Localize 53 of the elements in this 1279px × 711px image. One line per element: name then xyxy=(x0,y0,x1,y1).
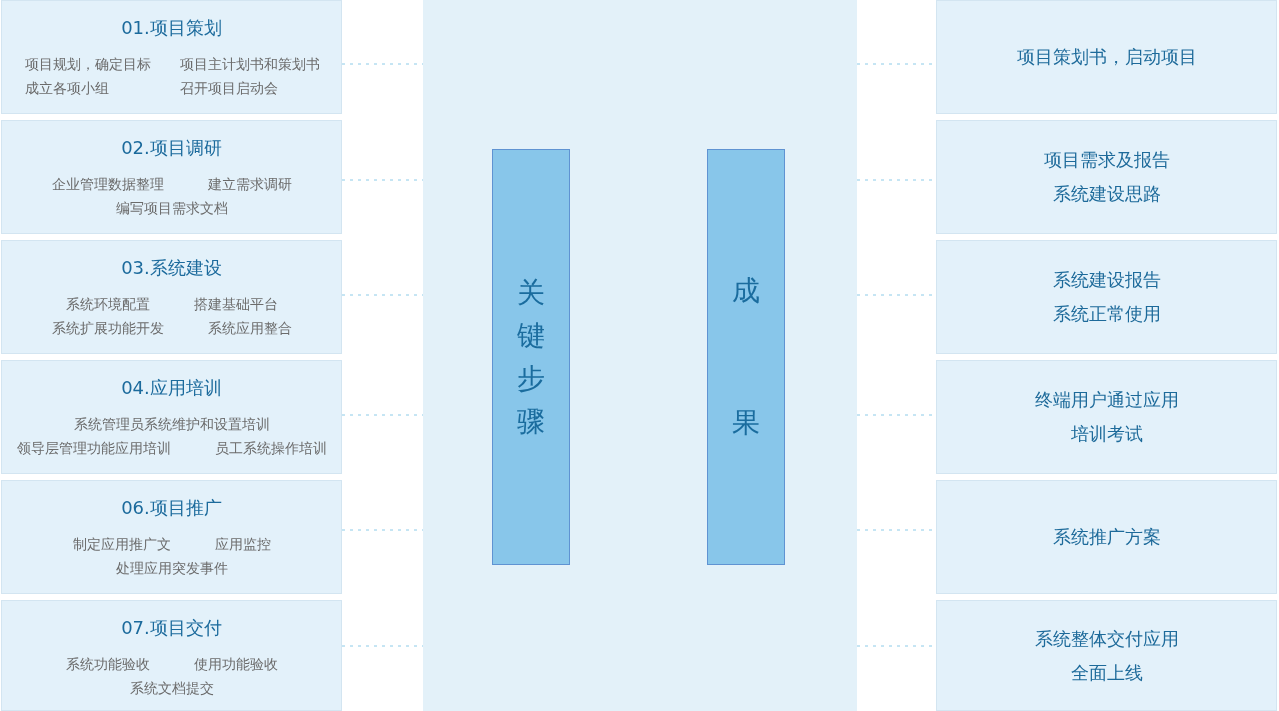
task-text: 系统管理员系统维护和设置培训 xyxy=(73,415,270,434)
task-text: 使用功能验收 xyxy=(193,655,278,674)
step-title: 06.项目推广 xyxy=(121,496,222,520)
result-text: 系统正常使用 xyxy=(1052,302,1161,326)
center-panel xyxy=(423,0,857,711)
task-text: 系统扩展功能开发 xyxy=(51,319,164,338)
result-card xyxy=(936,600,1277,711)
step-title: 07.项目交付 xyxy=(121,616,222,640)
task-text: 系统文档提交 xyxy=(129,679,214,698)
result-text: 终端用户通过应用 xyxy=(1034,388,1179,412)
step-card xyxy=(1,600,342,711)
step-title: 01.项目策划 xyxy=(121,16,222,40)
task-text: 应用监控 xyxy=(214,535,271,554)
step-card xyxy=(1,480,342,594)
task-text: 员工系统操作培训 xyxy=(214,439,327,458)
result-card xyxy=(936,360,1277,474)
result-card xyxy=(936,0,1277,114)
result-text: 系统建设报告 xyxy=(1052,268,1161,292)
result-text: 系统推广方案 xyxy=(1052,525,1161,549)
task-text: 制定应用推广文 xyxy=(72,535,171,554)
result-text: 培训考试 xyxy=(1070,422,1143,446)
step-title: 03.系统建设 xyxy=(121,256,222,280)
result-text: 项目策划书，启动项目 xyxy=(1016,45,1197,69)
bar-label: 关键步骤 xyxy=(517,275,545,440)
result-card xyxy=(936,120,1277,234)
step-card xyxy=(1,120,342,234)
task-text: 建立需求调研 xyxy=(207,175,292,194)
task-text: 企业管理数据整理 xyxy=(51,175,164,194)
label-bar xyxy=(492,149,570,565)
task-text: 成立各项小组 xyxy=(25,79,110,98)
task-text: 搭建基础平台 xyxy=(193,295,278,314)
bar-label: 成果 xyxy=(732,273,760,441)
task-text: 领导层管理功能应用培训 xyxy=(16,439,171,458)
task-text: 系统功能验收 xyxy=(65,655,150,674)
task-text: 召开项目启动会 xyxy=(180,79,279,98)
task-text: 编写项目需求文档 xyxy=(115,199,228,218)
result-card xyxy=(936,480,1277,594)
task-text: 项目规划，确定目标 xyxy=(25,55,152,74)
result-text: 系统建设思路 xyxy=(1052,182,1161,206)
step-card xyxy=(1,360,342,474)
step-card xyxy=(1,240,342,354)
step-title: 02.项目调研 xyxy=(121,136,222,160)
task-text: 系统应用整合 xyxy=(207,319,292,338)
label-bar xyxy=(707,149,785,565)
result-card xyxy=(936,240,1277,354)
step-card xyxy=(1,0,342,114)
result-text: 全面上线 xyxy=(1070,660,1143,685)
step-title: 04.应用培训 xyxy=(121,376,222,400)
result-text: 项目需求及报告 xyxy=(1043,148,1170,172)
task-text: 系统环境配置 xyxy=(65,295,150,314)
task-text: 处理应用突发事件 xyxy=(115,559,228,578)
task-text: 项目主计划书和策划书 xyxy=(180,55,321,74)
result-text: 系统整体交付应用 xyxy=(1034,626,1179,651)
